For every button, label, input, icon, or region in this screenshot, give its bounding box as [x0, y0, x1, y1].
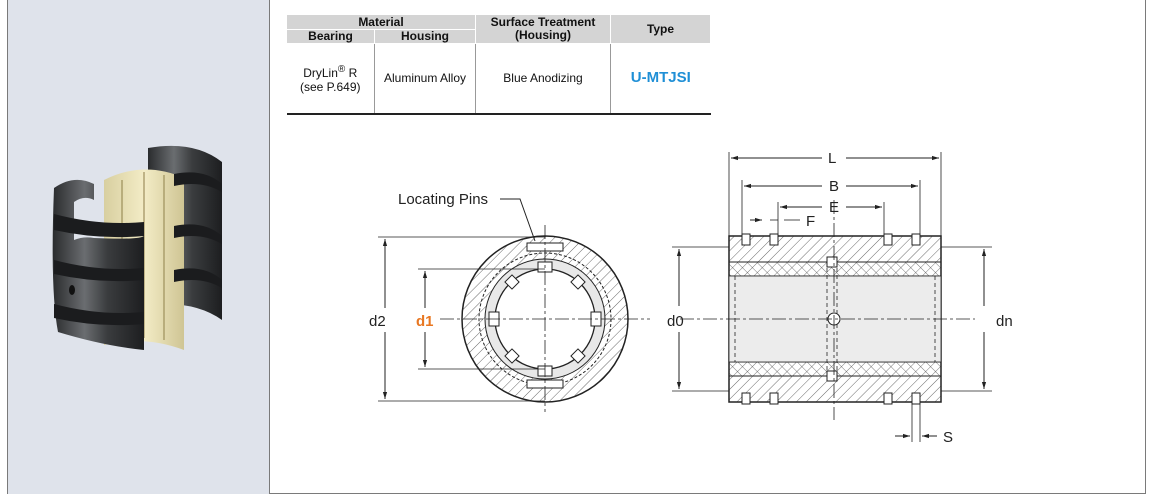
technical-drawing: Locating Pins d2 d1 d0 dn L B E F S [369, 150, 1013, 446]
B-label: B [829, 178, 839, 195]
spec-table: Material Surface Treatment (Housing) Typ… [286, 14, 711, 115]
side-view [680, 200, 975, 420]
end-view [440, 198, 650, 412]
locating-pins-label: Locating Pins [398, 191, 488, 208]
housing-header: Housing [374, 29, 476, 44]
bearing-cell: DryLin® R (see P.649) [286, 43, 375, 114]
page-frame [7, 0, 1146, 494]
type-cell: U-MTJSI [610, 43, 711, 114]
housing-cell: Aluminum Alloy [374, 43, 476, 114]
type-code[interactable]: U-MTJSI [630, 69, 691, 87]
E-label: E [829, 199, 839, 216]
type-header: Type [610, 14, 711, 44]
dn-label: dn [996, 313, 1013, 330]
S-label: S [943, 429, 953, 446]
L-label: L [828, 150, 836, 167]
table-row: DryLin® R (see P.649) Aluminum Alloy Blu… [286, 43, 711, 114]
product-photo [52, 145, 222, 350]
material-header: Material [286, 14, 476, 30]
F-label: F [806, 213, 815, 230]
surface-treatment-header: Surface Treatment (Housing) [475, 14, 611, 44]
bearing-header: Bearing [286, 29, 375, 44]
d2-label: d2 [369, 313, 386, 330]
d1-label: d1 [416, 313, 434, 330]
d0-label: d0 [667, 313, 684, 330]
product-photo-panel [8, 0, 270, 494]
surface-cell: Blue Anodizing [475, 43, 611, 114]
